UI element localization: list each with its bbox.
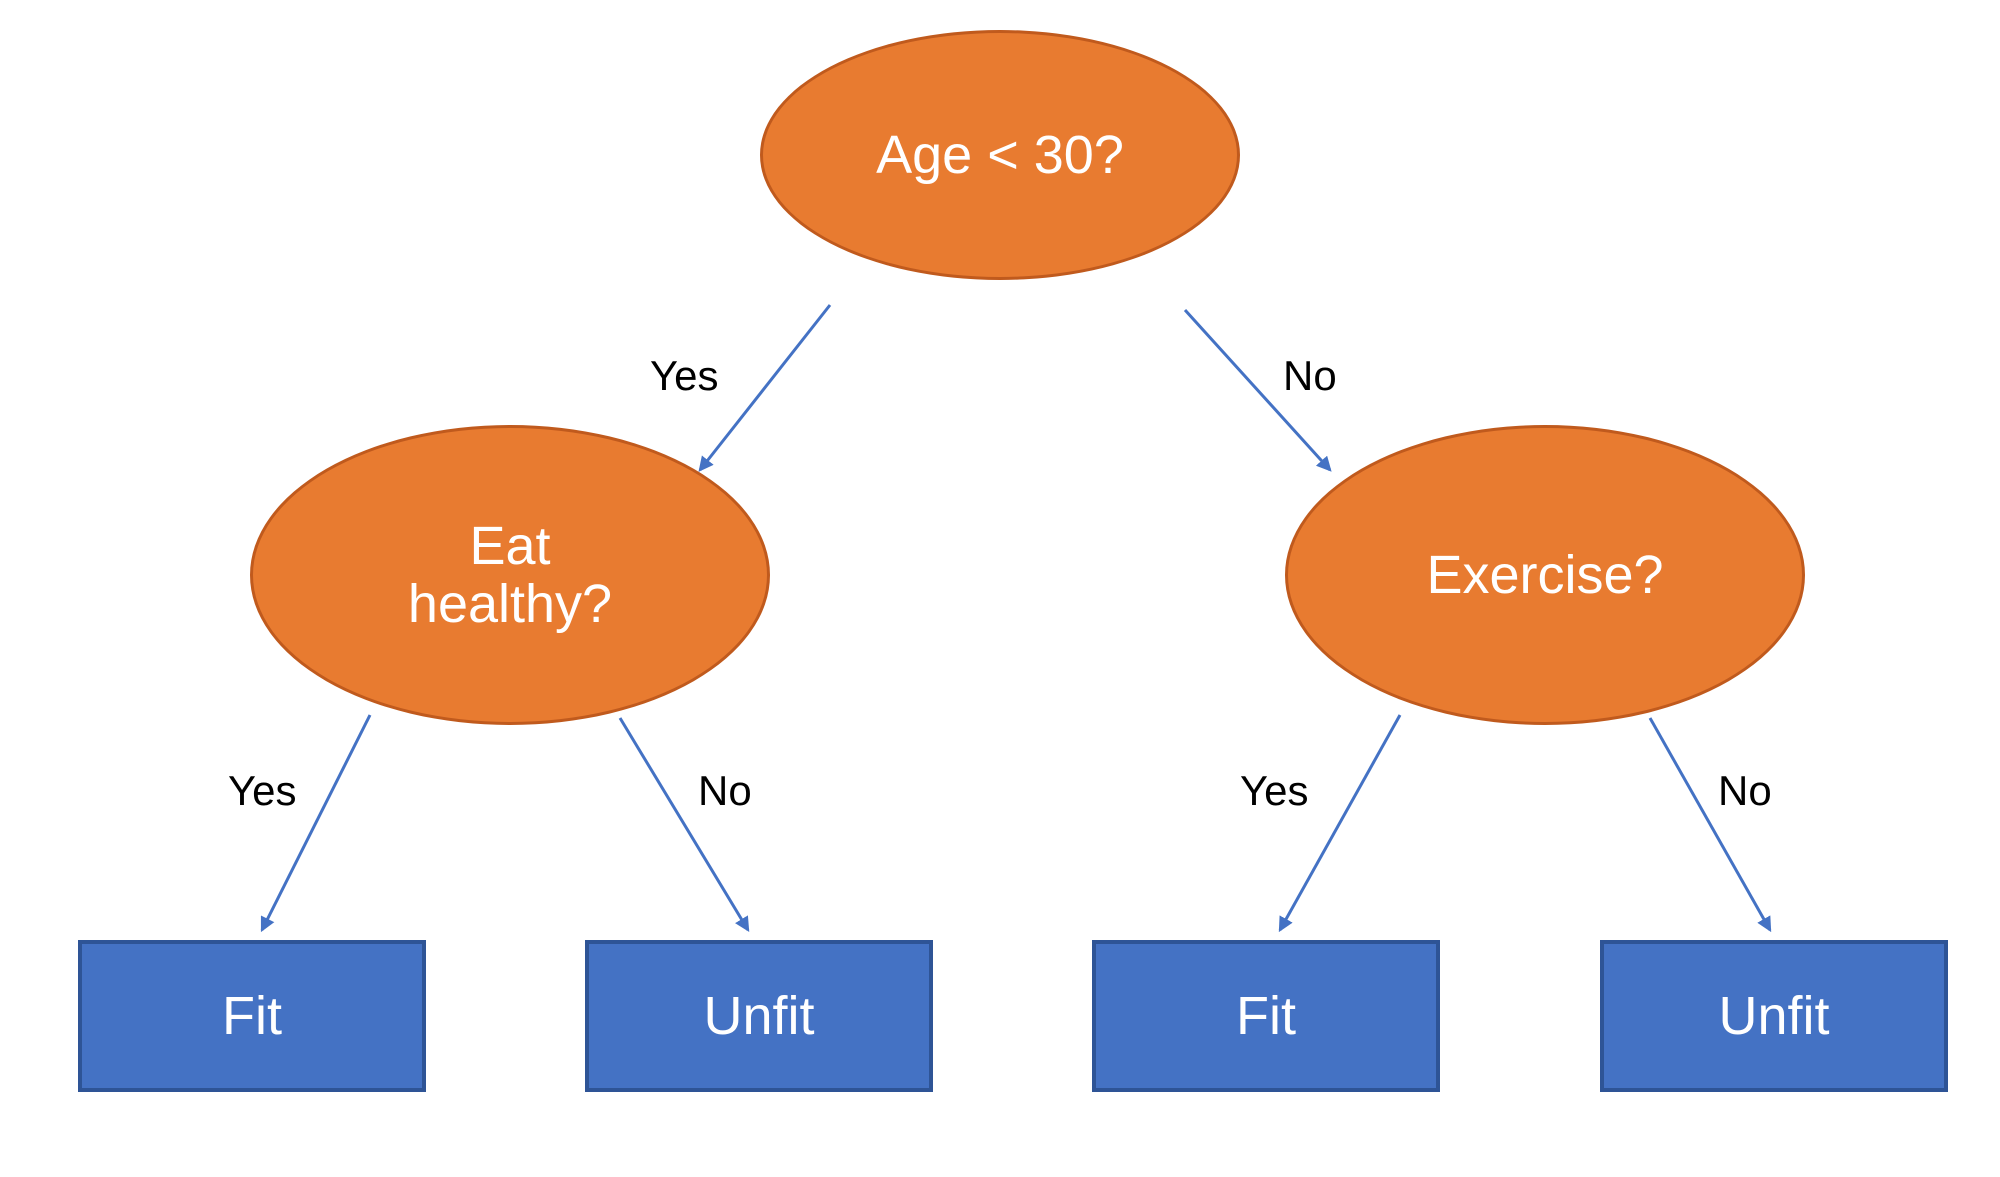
connector-eat-healthy-yes: [260, 714, 372, 933]
edge-label-root-no: No: [1283, 352, 1337, 399]
edge-label-eat-healthy-no: No: [698, 767, 752, 814]
node-label: Unfit: [703, 985, 815, 1046]
node-label: Eat healthy?: [407, 515, 613, 634]
leaf-node-unfit-left[interactable]: Unfit: [585, 940, 933, 1092]
connector-exercise-yes: [1278, 714, 1402, 933]
decision-node-eat-healthy[interactable]: Eat healthy?: [250, 425, 770, 725]
connector-root-no: [1183, 308, 1332, 472]
leaf-node-unfit-right[interactable]: Unfit: [1600, 940, 1948, 1092]
node-label: Fit: [222, 985, 282, 1046]
node-label: Unfit: [1718, 985, 1830, 1046]
leaf-node-fit-left[interactable]: Fit: [78, 940, 426, 1092]
edge-label-eat-healthy-yes: Yes: [228, 767, 297, 814]
connector-lines: [260, 304, 1772, 933]
decision-node-exercise[interactable]: Exercise?: [1285, 425, 1805, 725]
leaf-node-fit-right[interactable]: Fit: [1092, 940, 1440, 1092]
edge-label-exercise-no: No: [1718, 767, 1772, 814]
node-label: Fit: [1236, 985, 1296, 1046]
edge-label-root-yes: Yes: [650, 352, 719, 399]
connector-root-yes: [698, 304, 832, 472]
edge-label-exercise-yes: Yes: [1240, 767, 1309, 814]
node-label: Exercise?: [1426, 544, 1664, 605]
decision-node-root[interactable]: Age < 30?: [760, 30, 1240, 280]
node-label: Age < 30?: [876, 124, 1124, 185]
connector-eat-healthy-no: [618, 717, 750, 933]
connector-exercise-no: [1648, 717, 1772, 933]
